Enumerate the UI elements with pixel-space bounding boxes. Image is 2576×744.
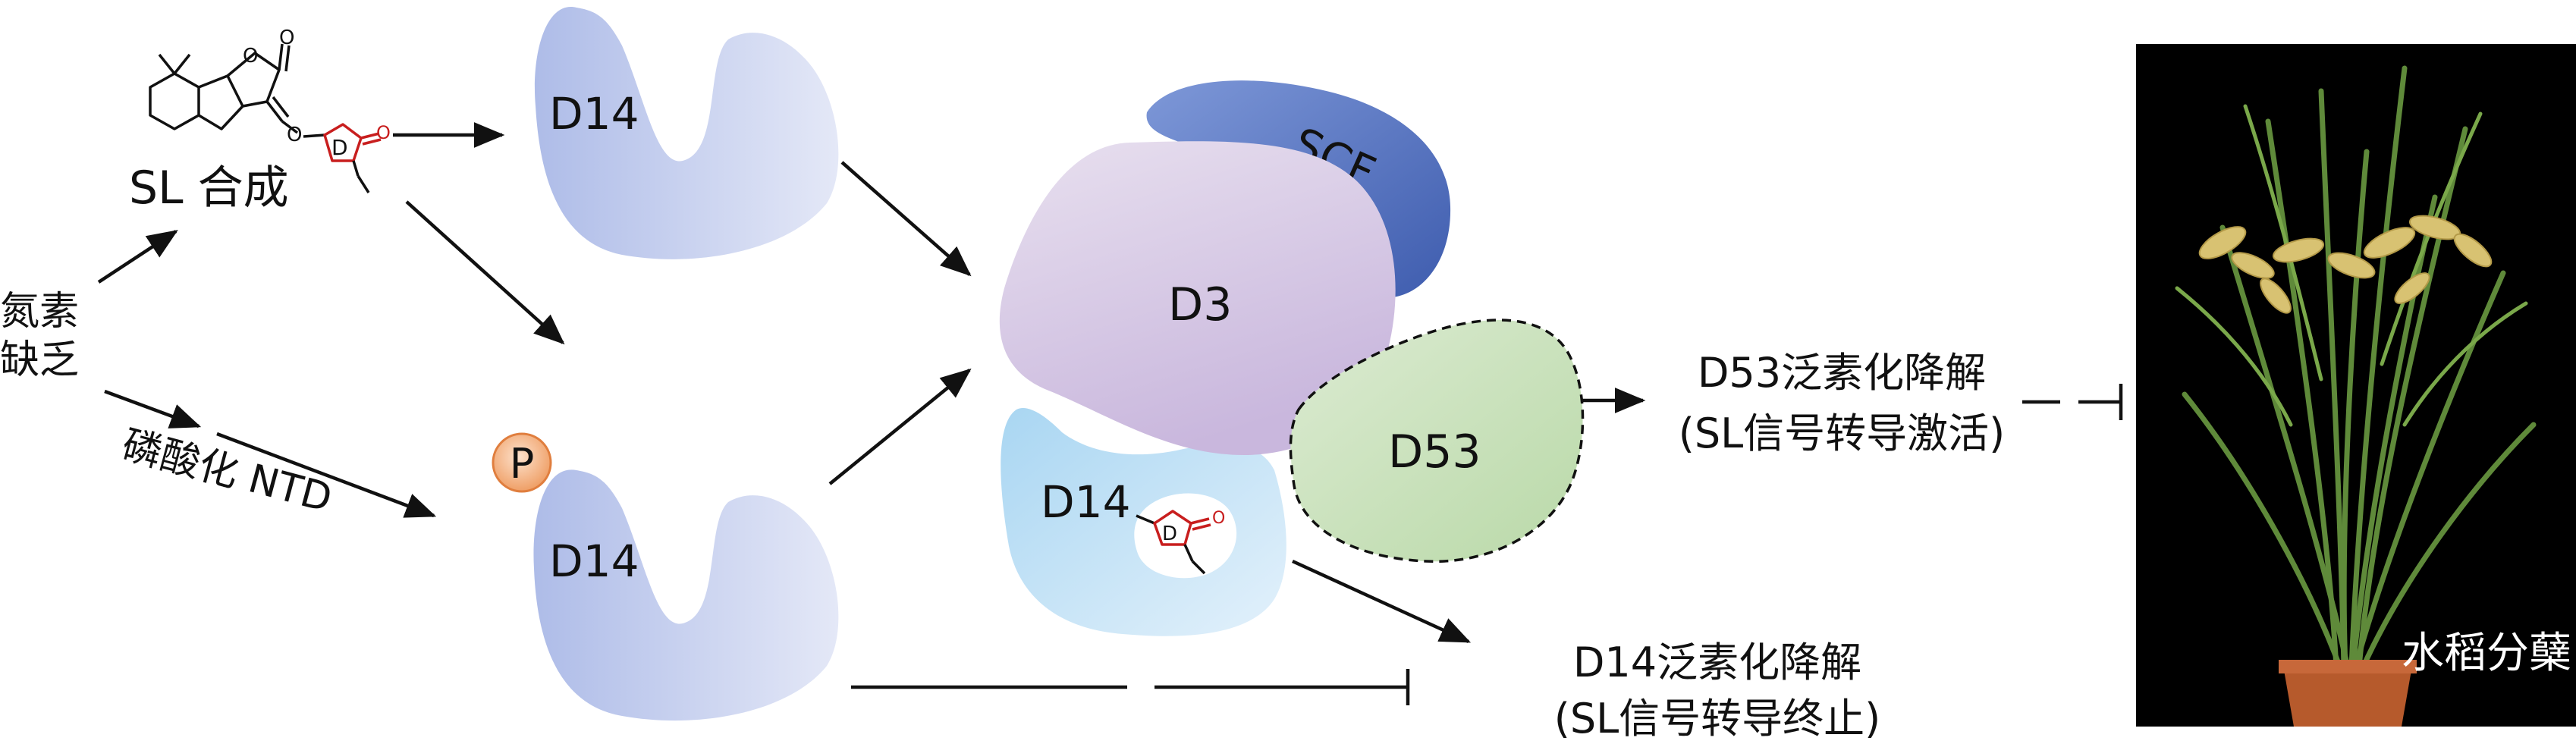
d-ring-letter: D: [331, 135, 348, 160]
d-ring-oxygen: O: [376, 122, 391, 143]
arrow-nitrogen-to-sl: [97, 230, 178, 284]
arrow-complex-to-d14-degradation: [1292, 559, 1472, 644]
d53-repressor: [1289, 319, 1585, 563]
inhibition-d53: [2022, 384, 2123, 420]
carbonyl-oxygen-c: O: [279, 27, 294, 49]
sl-synthesis-label: SL 合成: [129, 162, 289, 215]
pathway-arrows: [97, 122, 1646, 644]
d14-label-bound: D14: [1041, 476, 1130, 528]
phosphate-group: [492, 432, 552, 493]
nitrogen-deficiency-label-line1: 氮素: [0, 289, 79, 334]
arrow-sl-to-d14p: [405, 200, 565, 345]
outcome-d53-signal-activation: (SL信号转导激活): [1679, 410, 2006, 457]
d-ring-letter-pocket: D: [1162, 523, 1177, 545]
d-ring-structure: [303, 123, 382, 193]
arrow-d14p-to-complex: [828, 368, 972, 485]
d14-label-phosphorylated: D14: [549, 535, 639, 587]
d14-binding-pocket: [1134, 493, 1237, 579]
d3-label: D3: [1168, 278, 1232, 331]
outcome-d14-degradation: D14泛素化降解: [1573, 639, 1861, 686]
d14-label-top: D14: [549, 88, 639, 140]
d14-receptor-phosphorylated: [533, 469, 839, 721]
d-ring-in-pocket: [1136, 510, 1211, 575]
strigolactone-structure: [149, 43, 299, 134]
inhibition-d14p: [851, 669, 1410, 705]
d14-receptor-top: [534, 7, 839, 259]
rice-tillering-photo: 水稻分蘖: [2136, 44, 2576, 727]
d53-label: D53: [1388, 425, 1481, 479]
ring-c-oxygen: O: [243, 45, 258, 67]
outcome-d53-degradation: D53泛素化降解: [1698, 349, 1986, 397]
nitrogen-deficiency-label-line2: 缺乏: [0, 337, 79, 383]
photo-caption: 水稻分蘖: [2402, 629, 2571, 678]
phosphate-label: P: [510, 440, 535, 488]
arrow-phospho-to-d14p: [216, 432, 437, 518]
outcome-d14-signal-termination: (SL信号转导终止): [1554, 695, 1881, 742]
d-ring-oxygen-pocket: O: [1212, 509, 1225, 528]
arrow-d14-to-complex: [840, 161, 972, 277]
ether-oxygen: O: [287, 124, 302, 146]
arrow-nitrogen-to-phospho: [104, 389, 202, 429]
d3-f-box-protein: [999, 141, 1396, 456]
